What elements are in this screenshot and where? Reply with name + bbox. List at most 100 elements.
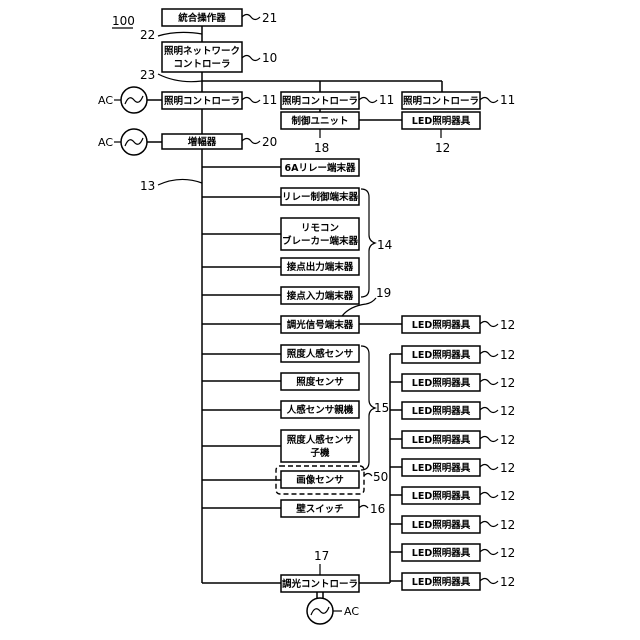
illum-motion-sensor-box: 照度人感センサ <box>281 345 359 362</box>
image-sensor-box: 画像センサ <box>281 471 359 488</box>
relay-control-label: リレー制御端末器 <box>282 191 359 203</box>
led-fixture-ref: 12 <box>500 404 515 418</box>
motion-master-label: 人感センサ親機 <box>287 404 354 416</box>
led-fixture-box: LED照明器具 <box>402 487 480 504</box>
led-fixture-ref-leader <box>480 322 498 327</box>
led-fixture-label: LED照明器具 <box>412 350 471 361</box>
contact-in-box: 接点入力端末器 <box>281 287 359 304</box>
led-fixture-label: LED照明器具 <box>412 577 471 588</box>
network-controller-label-1: 照明ネットワーク <box>164 46 240 57</box>
led-fixture-ref: 12 <box>500 348 515 362</box>
lighting-controller-main-ref: 11 <box>262 93 277 107</box>
control-unit-label: 制御ユニット <box>291 115 348 127</box>
remote-breaker-box: リモコン ブレーカー端末器 <box>281 218 359 250</box>
network-controller-ref: 10 <box>262 51 277 65</box>
led-fixture-ref: 12 <box>500 461 515 475</box>
led-fixture-label: LED照明器具 <box>412 435 471 446</box>
led-fixture-ref: 12 <box>500 489 515 503</box>
remote-breaker-label-2: ブレーカー端末器 <box>282 235 359 247</box>
led-fixture-label: LED照明器具 <box>412 320 471 331</box>
led-fixture-label: LED照明器具 <box>412 548 471 559</box>
relay-6a-box: 6Aリレー端末器 <box>281 159 359 176</box>
ref-leader-21 <box>242 15 260 20</box>
led-fixture-label: LED照明器具 <box>412 491 471 502</box>
figure-ref: 100 <box>112 14 135 28</box>
contact-in-label: 接点入力端末器 <box>287 290 354 302</box>
ref-leader-13 <box>158 179 202 185</box>
led-fixture-box: LED照明器具 <box>402 346 480 363</box>
ref-leader-16 <box>359 506 368 509</box>
dimming-controller-label: 調光コントローラ <box>282 578 358 590</box>
dimming-controller-box: 調光コントローラ <box>281 575 359 592</box>
illum-motion-sensor-label: 照度人感センサ <box>287 348 354 360</box>
led-fixture-box: LED照明器具 <box>402 402 480 419</box>
image-sensor-ref: 50 <box>373 470 388 484</box>
ac-label-1: AC <box>98 94 113 107</box>
group-15-bracket <box>361 346 375 470</box>
led-fixture-box: LED照明器具 <box>402 459 480 476</box>
led-fixture-ref: 12 <box>500 318 515 332</box>
illum-sensor-box: 照度センサ <box>281 373 359 390</box>
amplifier-label: 増幅器 <box>188 136 217 148</box>
line-22-ref: 22 <box>140 28 155 42</box>
led-unit-label: LED照明器具 <box>412 116 471 127</box>
integrated-console-box: 統合操作器 <box>162 9 242 26</box>
ref-leader-11-b <box>480 98 498 103</box>
dimming-terminal-label: 調光信号端末器 <box>287 319 354 331</box>
led-fixture-label: LED照明器具 <box>412 378 471 389</box>
bus-13-ref: 13 <box>140 179 155 193</box>
led-fixture-ref: 12 <box>500 518 515 532</box>
network-controller-label-2: コントローラ <box>173 59 230 70</box>
amplifier-box: 増幅器 <box>162 134 242 149</box>
relay-control-box: リレー制御端末器 <box>281 188 359 205</box>
lighting-controller-main-box: 照明コントローラ <box>162 92 242 109</box>
relay-6a-label: 6Aリレー端末器 <box>285 162 356 174</box>
lighting-controller-main-label: 照明コントローラ <box>164 96 240 107</box>
lighting-controller-b-box: 照明コントローラ <box>402 92 480 109</box>
remote-breaker-label-1: リモコン <box>301 223 339 234</box>
led-fixture-box: LED照明器具 <box>402 374 480 391</box>
led-fixture-label: LED照明器具 <box>412 520 471 531</box>
wall-switch-ref: 16 <box>370 502 385 516</box>
led-fixture-label: LED照明器具 <box>412 463 471 474</box>
motion-master-box: 人感センサ親機 <box>281 401 359 418</box>
control-unit-ref: 18 <box>314 141 329 155</box>
led-fixture-box: LED照明器具 <box>402 316 480 333</box>
ref-leader-23 <box>158 74 202 82</box>
led-fixture-ref: 12 <box>500 546 515 560</box>
lighting-controller-a-box: 照明コントローラ <box>281 92 359 109</box>
group-15-ref: 15 <box>374 401 389 415</box>
led-fixture-ref-leader <box>480 408 498 413</box>
led-fixture-ref-leader <box>480 380 498 385</box>
led-fixture-ref-leader <box>480 437 498 442</box>
illum-sensor-label: 照度センサ <box>296 376 344 388</box>
led-fixture-box: LED照明器具 <box>402 431 480 448</box>
ref-leader-22 <box>158 32 202 36</box>
led-fixture-ref-leader <box>480 579 498 584</box>
led-fixture-ref: 12 <box>500 433 515 447</box>
dimming-terminal-box: 調光信号端末器 <box>281 316 359 333</box>
ref-leader-10 <box>242 56 260 61</box>
led-fixture-ref-leader <box>480 522 498 527</box>
lighting-controller-b-ref: 11 <box>500 93 515 107</box>
integrated-console-ref: 21 <box>262 11 277 25</box>
wall-switch-box: 壁スイッチ <box>281 500 359 517</box>
led-fixture-ref: 12 <box>500 376 515 390</box>
illum-motion-child-label-1: 照度人感センサ <box>287 434 354 446</box>
wall-switch-label: 壁スイッチ <box>296 503 344 515</box>
led-fixture-ref: 12 <box>500 575 515 589</box>
integrated-console-label: 統合操作器 <box>178 12 226 24</box>
line-23-ref: 23 <box>140 68 155 82</box>
contact-out-box: 接点出力端末器 <box>281 258 359 275</box>
led-fixture-box: LED照明器具 <box>402 573 480 590</box>
led-fixture-ref-leader <box>480 550 498 555</box>
led-fixture-column: LED照明器具12LED照明器具12LED照明器具12LED照明器具12LED照… <box>390 316 515 590</box>
control-unit-box: 制御ユニット <box>281 112 359 129</box>
contact-out-label: 接点出力端末器 <box>287 261 354 273</box>
led-fixture-ref-leader <box>480 465 498 470</box>
group-14-ref: 14 <box>377 238 392 252</box>
led-unit-ref: 12 <box>435 141 450 155</box>
network-controller-box: 照明ネットワーク コントローラ <box>162 42 242 72</box>
amplifier-ref: 20 <box>262 135 277 149</box>
